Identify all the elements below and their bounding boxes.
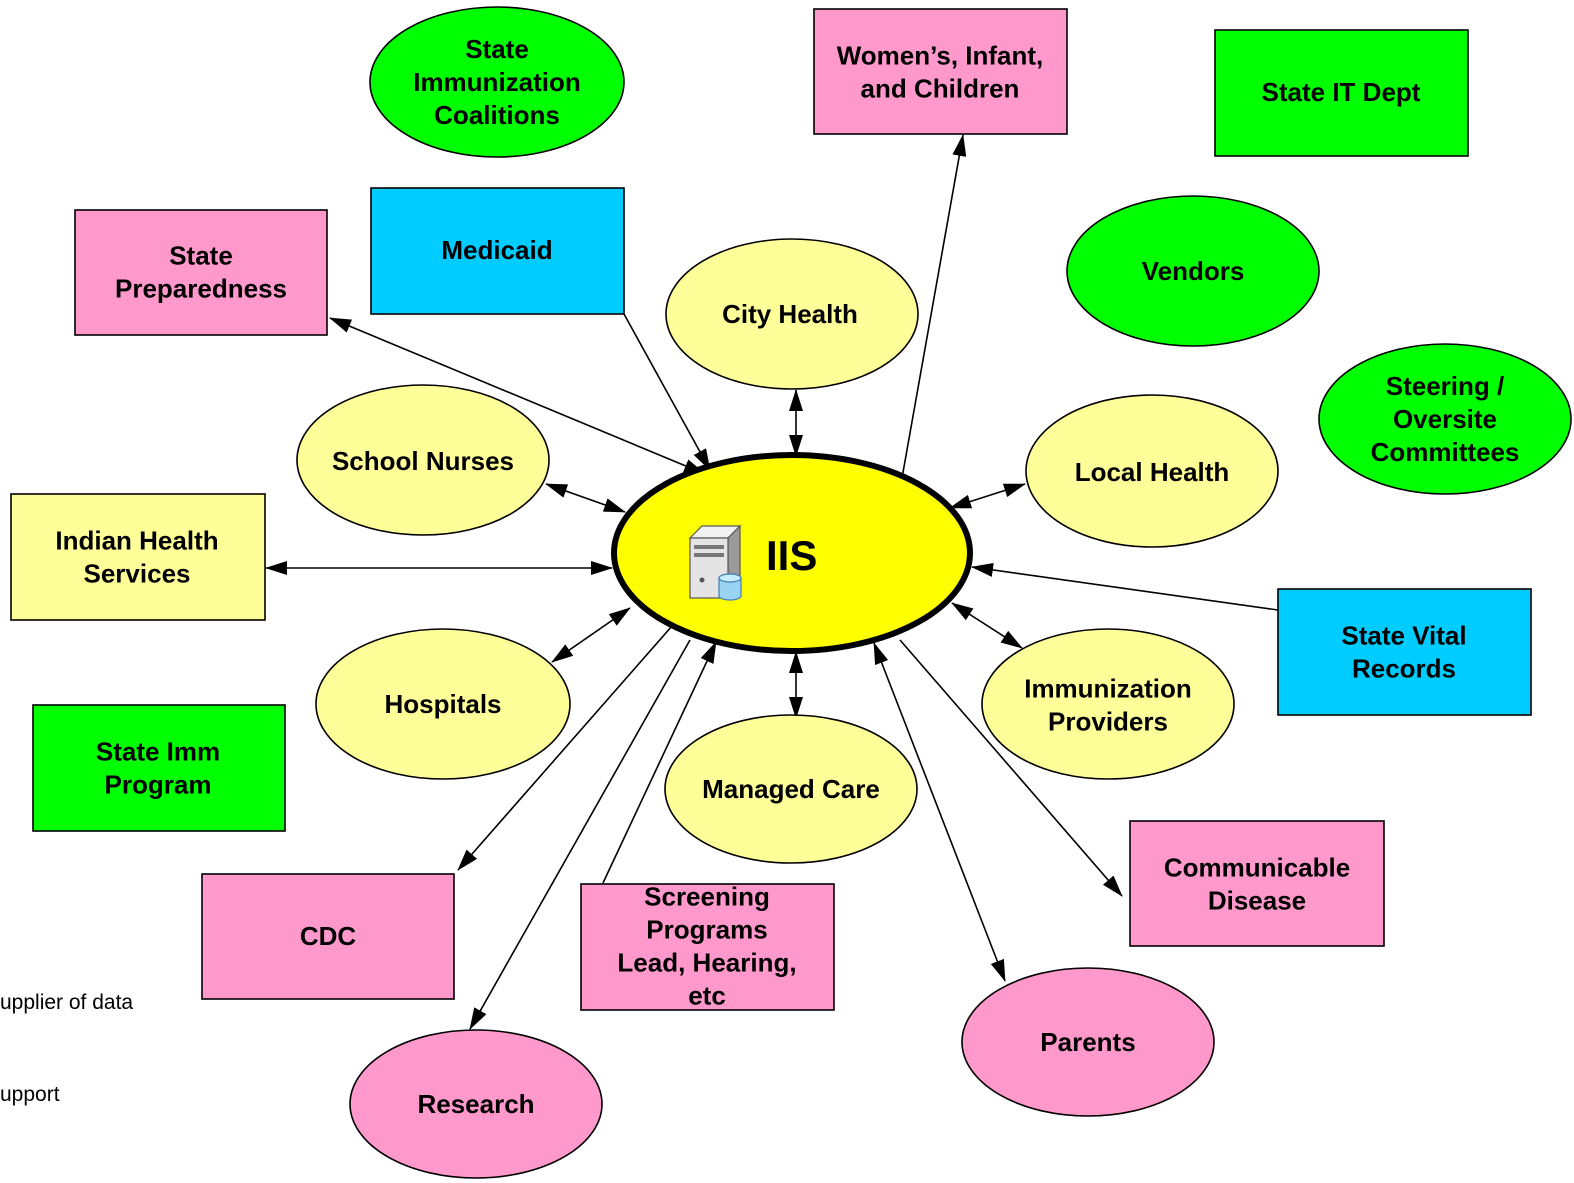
node-label-line: Research xyxy=(417,1089,534,1119)
node-city-health-shape xyxy=(665,238,919,390)
node-label-line: Preparedness xyxy=(115,274,287,304)
node-label-line: and Children xyxy=(861,74,1020,104)
node-label-line: Women’s, Infant, xyxy=(837,41,1044,71)
node-label-line: Medicaid xyxy=(441,235,552,265)
edge-wic xyxy=(901,134,967,479)
edge-cdc xyxy=(457,625,673,871)
node-hospitals-shape xyxy=(315,628,571,780)
label-parents: Parents xyxy=(1040,1027,1135,1057)
label-city-health: City Health xyxy=(722,299,858,329)
label-vendors: Vendors xyxy=(1142,256,1245,286)
label-hospitals: Hospitals xyxy=(384,689,501,719)
node-label-line: CDC xyxy=(300,921,357,951)
node-label-line: Records xyxy=(1352,654,1456,684)
node-research-shape xyxy=(349,1029,603,1179)
label-research: Research xyxy=(417,1089,534,1119)
node-label-line: Programs xyxy=(646,915,767,945)
node-label-line: Parents xyxy=(1040,1027,1135,1057)
edge-hospitals xyxy=(551,607,631,663)
node-immunization-providers-shape xyxy=(981,628,1235,780)
node-label-line: Immunization xyxy=(1024,674,1192,704)
node-state-it-dept-shape xyxy=(1214,29,1469,157)
node-school-nurses-shape xyxy=(296,384,550,536)
node-label-line: State xyxy=(465,34,529,64)
connectors xyxy=(265,134,1279,1030)
node-label-line: Coalitions xyxy=(434,100,560,130)
iis-label: IIS xyxy=(766,532,817,579)
label-state-it-dept: State IT Dept xyxy=(1262,77,1421,107)
server-database-icon xyxy=(688,524,742,601)
node-local-health-shape xyxy=(1025,394,1279,548)
node-label-line: Committees xyxy=(1371,437,1520,467)
node-label-line: School Nurses xyxy=(332,446,514,476)
node-medicaid-shape xyxy=(370,187,625,315)
node-label-line: Services xyxy=(84,559,191,589)
node-label-line: State Imm xyxy=(96,737,220,767)
node-label-line: Managed Care xyxy=(702,774,880,804)
edge-screening xyxy=(602,641,717,884)
node-label-line: Lead, Hearing, xyxy=(617,948,796,978)
node-label-line: Program xyxy=(105,770,212,800)
node-indian-health-shape xyxy=(10,493,266,621)
node-label-line: Steering / xyxy=(1386,371,1504,401)
node-label-line: State Vital xyxy=(1341,621,1466,651)
node-label-line: City Health xyxy=(722,299,858,329)
node-communicable-disease-shape xyxy=(1129,820,1385,947)
node-managed-care-shape xyxy=(664,714,918,864)
edge-immunization-providers xyxy=(951,602,1023,649)
node-vendors-shape xyxy=(1066,195,1320,347)
legend-supplier-text: upplier of data xyxy=(0,991,133,1014)
node-state-immunization-coalitions-shape xyxy=(369,6,625,158)
node-cdc-shape xyxy=(201,873,455,1000)
node-state-vital-records-shape xyxy=(1277,588,1532,716)
label-managed-care: Managed Care xyxy=(702,774,880,804)
node-label-line: Hospitals xyxy=(384,689,501,719)
iis-hub: IIS xyxy=(611,452,973,654)
label-local-health: Local Health xyxy=(1075,457,1230,487)
node-parents-shape xyxy=(961,967,1215,1117)
label-medicaid: Medicaid xyxy=(441,235,552,265)
node-label-line: Immunization xyxy=(413,67,581,97)
node-label-line: Local Health xyxy=(1075,457,1230,487)
node-label-line: Disease xyxy=(1208,886,1306,916)
node-label-line: Oversite xyxy=(1393,404,1497,434)
edge-medicaid xyxy=(623,313,711,471)
node-state-preparedness-shape xyxy=(74,209,328,336)
iis-hub-shape xyxy=(611,452,973,654)
node-label-line: State IT Dept xyxy=(1262,77,1421,107)
edge-state-vital-records xyxy=(971,562,1279,611)
node-steering-shape xyxy=(1318,343,1572,495)
node-wic-shape xyxy=(813,8,1068,135)
edge-local-health xyxy=(949,483,1026,509)
label-cdc: CDC xyxy=(300,921,357,951)
node-label-line: etc xyxy=(688,981,726,1011)
edge-research xyxy=(469,639,691,1030)
node-label-line: Vendors xyxy=(1142,256,1245,286)
label-school-nurses: School Nurses xyxy=(332,446,514,476)
edge-parents xyxy=(873,642,1006,982)
node-label-line: Screening xyxy=(644,882,770,912)
node-screening-programs-shape xyxy=(580,883,835,1011)
label-wic: Women’s, Infant,and Children xyxy=(837,41,1044,104)
legend-support-text: upport xyxy=(0,1083,60,1106)
node-label-line: Indian Health xyxy=(55,526,218,556)
node-state-imm-program-shape xyxy=(32,704,286,832)
node-label-line: State xyxy=(169,241,233,271)
edge-school-nurses xyxy=(545,483,626,513)
node-label-line: Providers xyxy=(1048,707,1168,737)
node-label-line: Communicable xyxy=(1164,853,1350,883)
edge-state-preparedness xyxy=(329,317,706,475)
